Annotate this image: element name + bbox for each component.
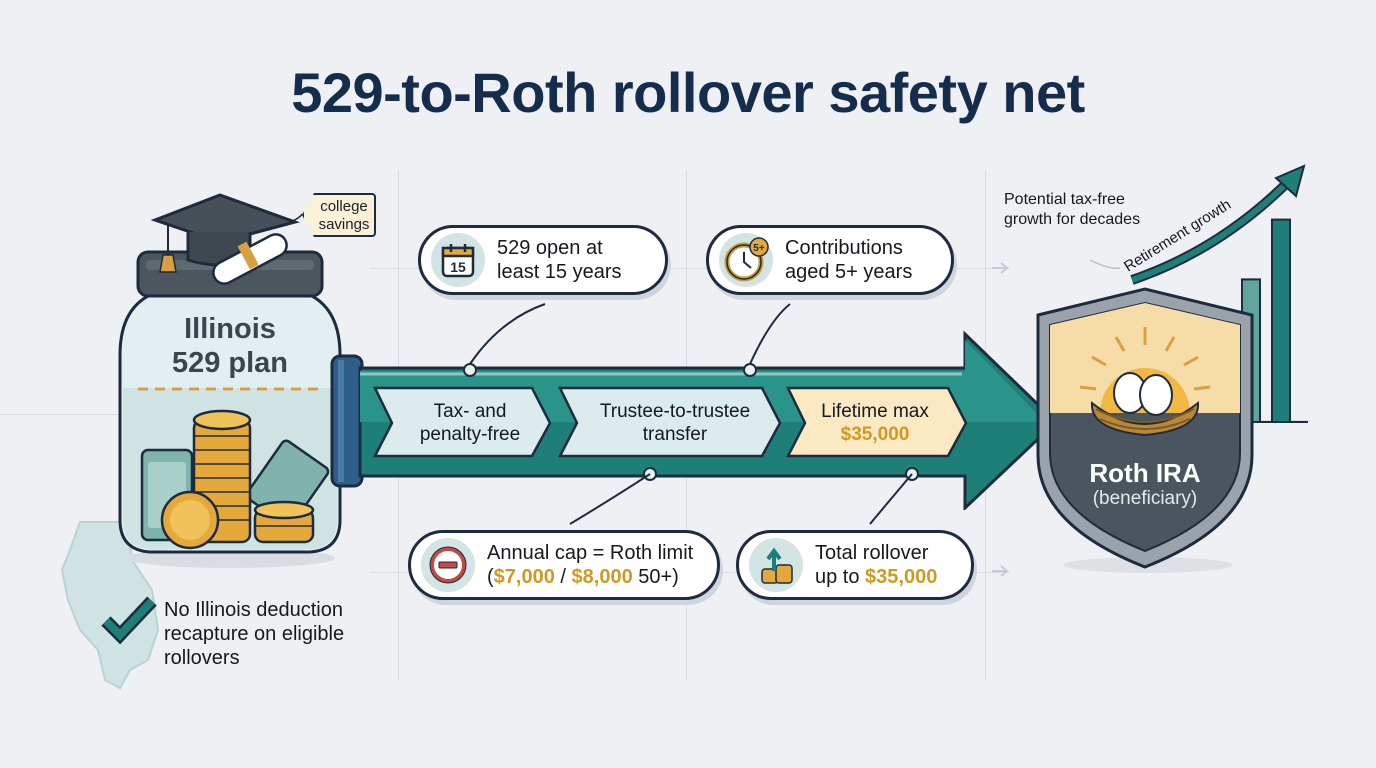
jar-label: Illinois 529 plan [140, 312, 320, 380]
calendar-icon: 15 [431, 233, 485, 287]
growth-note-line1: Potential tax-free [1004, 191, 1125, 208]
connector-lines [469, 303, 913, 525]
growth-arrow-head [1274, 164, 1306, 198]
requirement-contributions-aged-5-years: 5+ Contributions aged 5+ years [706, 225, 954, 295]
roth-ira-shield [1036, 287, 1254, 573]
requirement-text: Annual cap = Roth limit ($7,000 / $8,000… [487, 541, 693, 589]
paren-open: ( [487, 566, 494, 588]
requirement-line1: Total rollover [815, 542, 929, 564]
flow-step-1-line1: Tax- and [433, 401, 507, 422]
illinois-529-jar [118, 193, 342, 568]
growth-arrow [1131, 177, 1293, 283]
amount-50-plus: $8,000 [571, 566, 633, 588]
requirement-line2: up to $35,000 [815, 565, 937, 589]
coins-arrow-up-icon [749, 538, 803, 592]
illinois-map-icon [60, 521, 160, 690]
jar-label-line2: 529 plan [171, 347, 289, 379]
tag-line1: college [320, 198, 368, 215]
chevron-step-2 [557, 386, 782, 458]
flow-arrow [330, 330, 1059, 510]
growth-note-line2: growth for decades [1004, 211, 1141, 228]
flow-step-3: Lifetime max $35,000 [800, 400, 950, 446]
total-amount: $35,000 [865, 566, 938, 588]
requirement-line1: Annual cap = Roth limit [487, 542, 694, 564]
flow-step-2-line1: Trustee-to-trustee [599, 401, 751, 422]
illinois-recapture-note: No Illinois deduction recapture on eligi… [164, 598, 344, 670]
requirement-total-rollover: Total rollover up to $35,000 [736, 530, 974, 600]
small-arrow-icon [992, 262, 1009, 274]
note-line3: rollovers [164, 647, 240, 669]
requirement-text: Total rollover up to $35,000 [815, 541, 937, 589]
flow-step-2-line2: transfer [642, 424, 708, 445]
roth-ira-title: Roth IRA [1089, 458, 1201, 488]
minus-circle-icon [421, 538, 475, 592]
college-savings-tag: college savings [302, 193, 376, 237]
chevron-step-3 [785, 386, 968, 458]
requirement-annual-cap: Annual cap = Roth limit ($7,000 / $8,000… [408, 530, 720, 600]
flow-step-3-line1: Lifetime max [821, 401, 929, 422]
note-line2: recapture on eligible [164, 623, 345, 645]
growth-bar [1271, 218, 1291, 423]
checkmark-icon [101, 596, 157, 645]
growth-note: Potential tax-free growth for decades [1004, 190, 1140, 230]
svg-text:5+: 5+ [753, 243, 765, 254]
chevron-step-1 [372, 386, 552, 458]
svg-text:15: 15 [450, 259, 466, 275]
flow-step-1: Tax- and penalty-free [395, 400, 545, 446]
requirement-line1: 529 open at [497, 237, 603, 259]
amount-under-50: $7,000 [493, 566, 555, 588]
clock-icon: 5+ [719, 233, 773, 287]
jar-label-line1: Illinois [184, 313, 276, 345]
note-line1: No Illinois deduction [164, 599, 343, 621]
grid-line [370, 268, 1010, 269]
separator: / [554, 566, 572, 588]
tag-line2: savings [318, 216, 370, 233]
small-arrow-icon [992, 565, 1009, 577]
requirement-line2: aged 5+ years [785, 261, 913, 283]
requirement-line2: ($7,000 / $8,000 50+) [487, 565, 693, 589]
roth-ira-subtitle: (beneficiary) [1092, 488, 1198, 509]
flow-step-3-amount: $35,000 [840, 424, 910, 445]
grid-line [0, 414, 130, 415]
requirement-line2: least 15 years [497, 261, 622, 283]
page-title: 529-to-Roth rollover safety net [291, 61, 1085, 124]
requirement-529-open-15-years: 15 529 open at least 15 years [418, 225, 668, 295]
paren-close: 50+) [632, 566, 679, 588]
requirement-text: Contributions aged 5+ years [785, 236, 912, 284]
prefix: up to [815, 566, 866, 588]
requirement-line1: Contributions [785, 237, 903, 259]
requirement-text: 529 open at least 15 years [497, 236, 622, 284]
flow-step-1-line2: penalty-free [419, 424, 521, 445]
roth-ira-label: Roth IRA (beneficiary) [1060, 458, 1230, 510]
flow-step-2: Trustee-to-trustee transfer [575, 400, 775, 446]
